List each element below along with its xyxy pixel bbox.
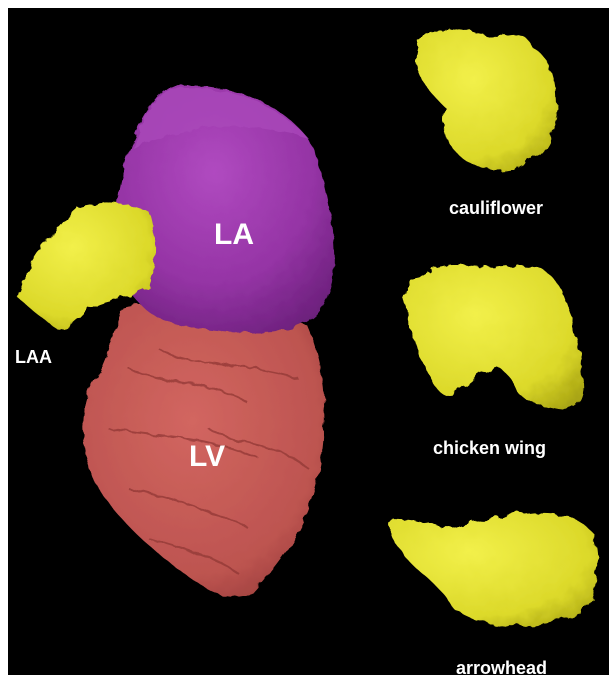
arrowhead-shape bbox=[386, 512, 597, 626]
lv-label: LV bbox=[189, 440, 225, 474]
chicken-wing-label: chicken wing bbox=[433, 438, 546, 459]
laa-label: LAA bbox=[15, 347, 52, 368]
la-label: LA bbox=[214, 218, 254, 252]
chicken-wing-shape bbox=[406, 265, 584, 410]
cauliflower-shape bbox=[416, 29, 556, 170]
left-atrium-shape bbox=[115, 86, 334, 333]
cauliflower-label: cauliflower bbox=[449, 198, 543, 219]
figure-canvas: LA LV LAA cauliflower chicken wing arrow… bbox=[8, 8, 609, 675]
arrowhead-label: arrowhead bbox=[456, 658, 547, 675]
heart-illustration bbox=[8, 8, 609, 675]
